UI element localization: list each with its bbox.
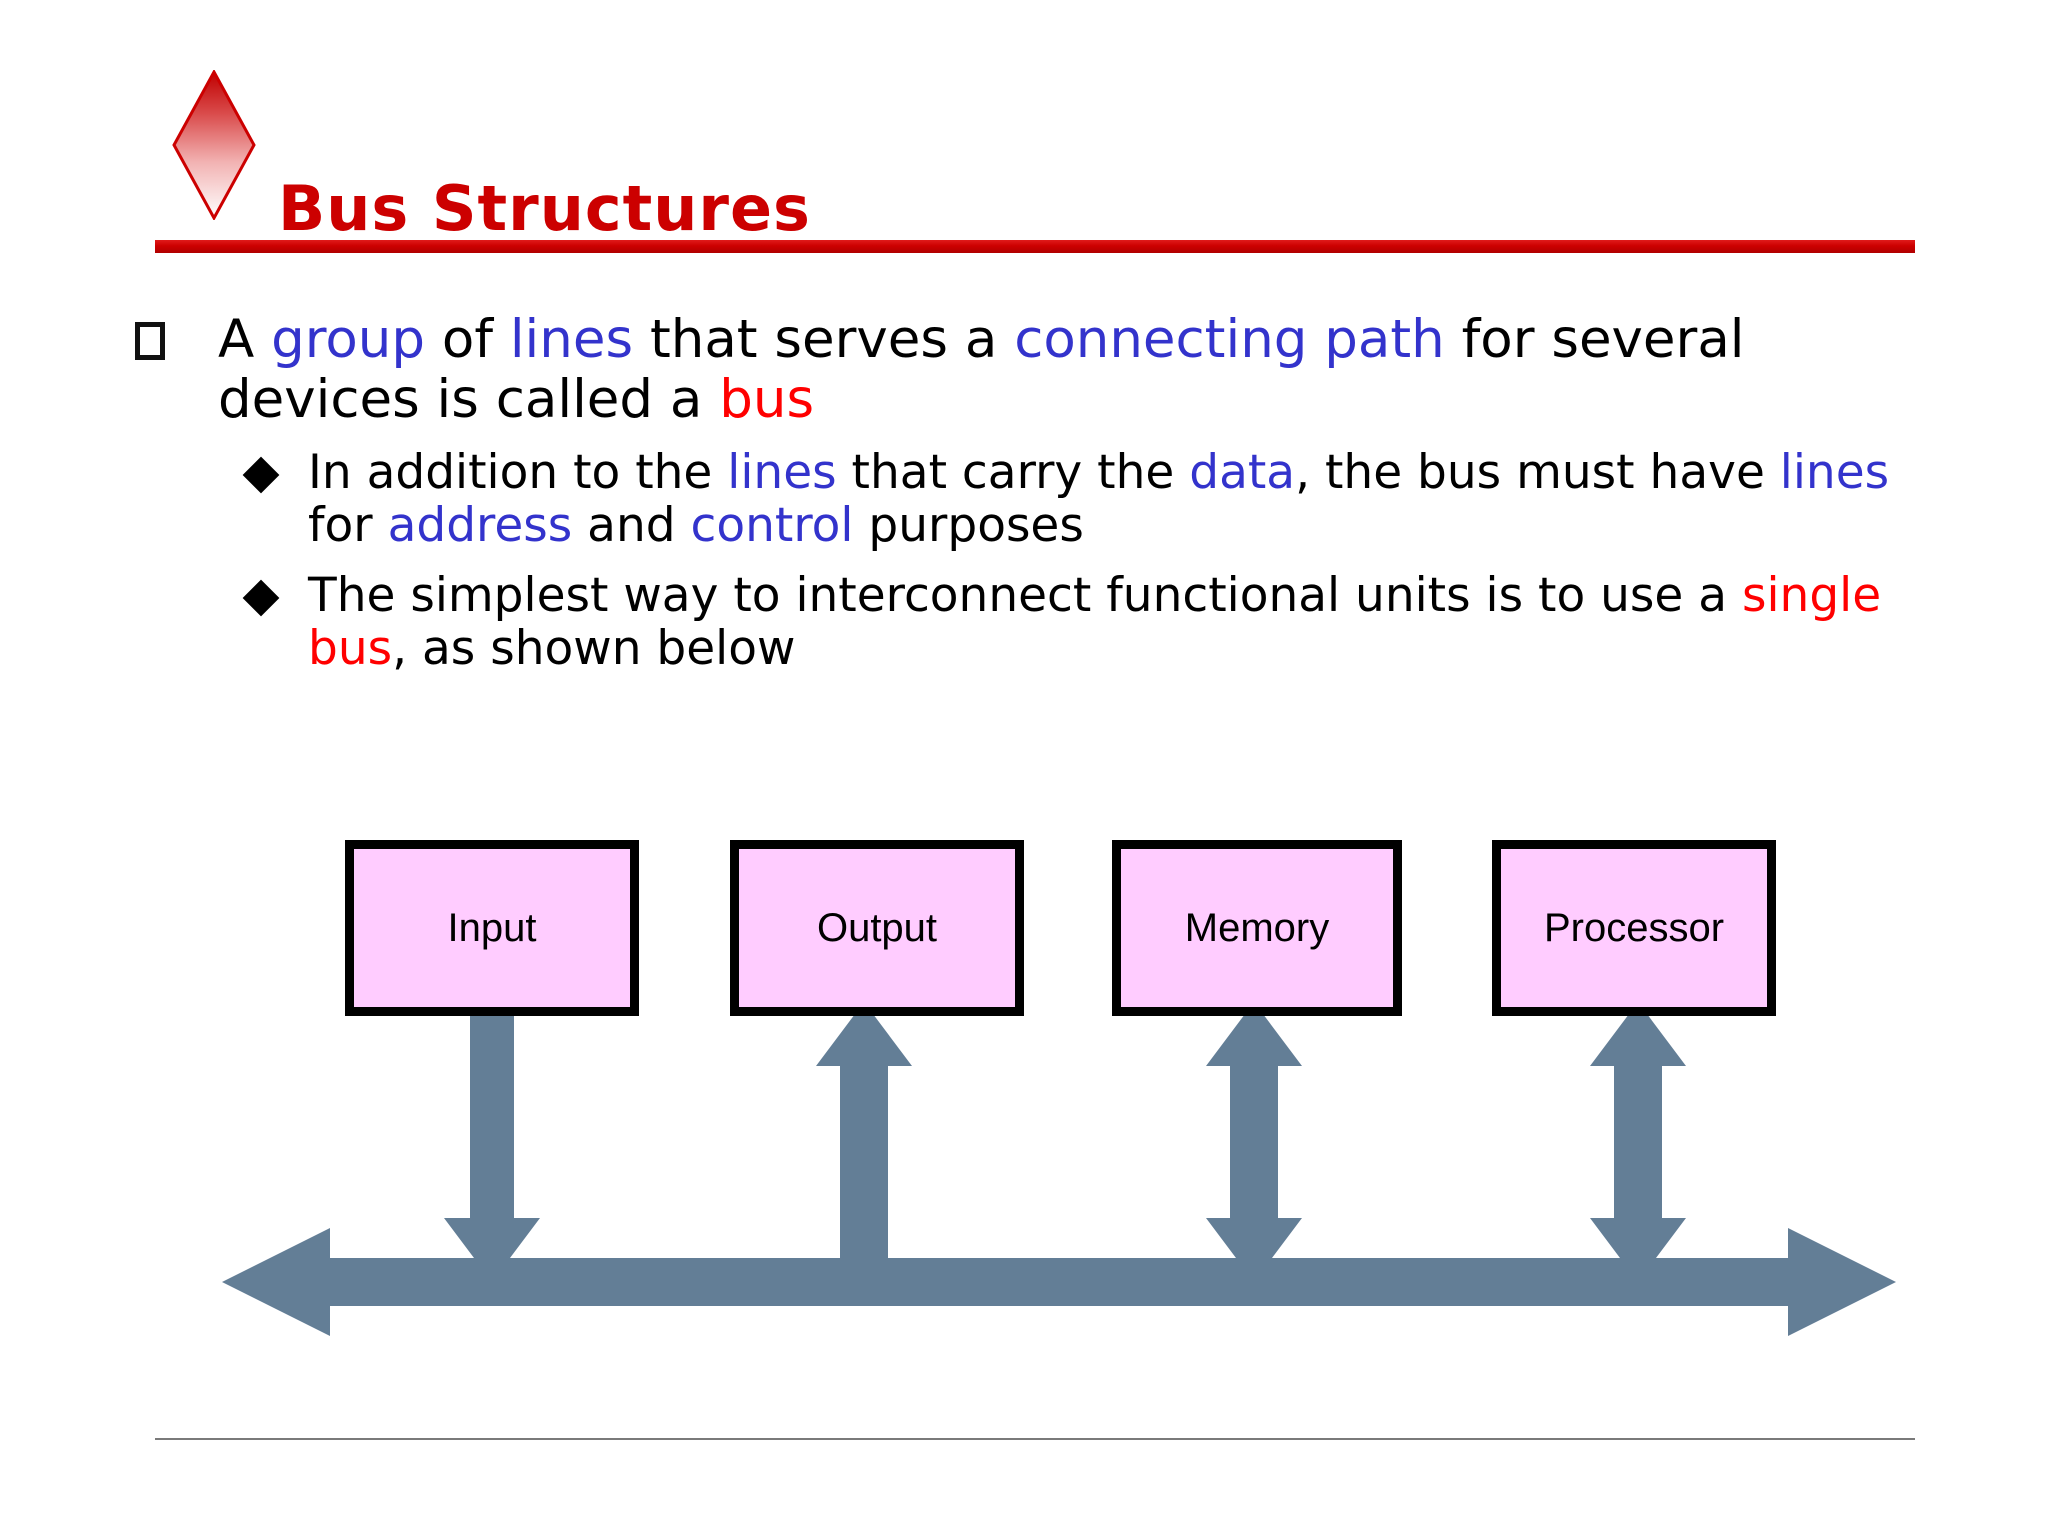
bus-line-bidirectional-arrow: [222, 1228, 1896, 1336]
arrow-input-down: [444, 1005, 540, 1282]
text-run-lines-2: lines: [1779, 444, 1890, 500]
bus-structure-diagram: Input Output Memory Processor: [0, 830, 2048, 1390]
bullet-level2-1: In addition to the lines that carry the …: [0, 444, 2048, 554]
bullet-level2-1-text: In addition to the lines that carry the …: [308, 444, 1958, 554]
diagram-arrows: [222, 1002, 1896, 1336]
diamond-bullet-icon: [172, 70, 256, 220]
text-run-group: group: [271, 309, 426, 370]
unit-box-input[interactable]: Input: [345, 840, 639, 1016]
filled-diamond-bullet-icon: [242, 579, 280, 617]
page-title: Bus Structures: [278, 172, 811, 245]
text-run-single-bus: single bus: [308, 567, 1882, 677]
unit-box-memory[interactable]: Memory: [1112, 840, 1402, 1016]
text-run-address: address: [387, 498, 573, 554]
text-run: for several devices is called a: [218, 309, 1745, 430]
unit-box-label: Input: [447, 906, 537, 950]
unit-box-label: Processor: [1543, 906, 1725, 950]
text-run-lines: lines: [727, 444, 837, 500]
arrow-processor-bidirectional: [1590, 1002, 1686, 1282]
unit-box-processor[interactable]: Processor: [1492, 840, 1776, 1016]
bullet-level2-2: The simplest way to interconnect functio…: [0, 569, 2048, 676]
text-run: and: [572, 498, 691, 554]
hollow-square-bullet-icon: [135, 322, 165, 360]
unit-box-label: Memory: [1184, 906, 1330, 950]
bullet-level1: A group of lines that serves a connectin…: [0, 310, 2048, 430]
text-run: purposes: [853, 498, 1084, 554]
text-run: of: [425, 309, 510, 370]
text-run-control: control: [690, 498, 854, 554]
text-run: that carry the: [836, 444, 1190, 500]
text-run: In addition to the: [308, 444, 728, 500]
filled-diamond-bullet-icon: [242, 456, 280, 494]
unit-box-output[interactable]: Output: [730, 840, 1024, 1016]
text-run: for: [308, 498, 388, 554]
bullet-level2-2-text: The simplest way to interconnect functio…: [308, 569, 1958, 676]
arrow-output-up: [816, 1002, 912, 1282]
text-run: The simplest way to interconnect functio…: [308, 567, 1743, 623]
text-run-connecting-path: connecting path: [1014, 309, 1445, 370]
footer-divider: [155, 1438, 1915, 1440]
text-run-bus: bus: [719, 368, 815, 430]
unit-box-label: Output: [816, 906, 938, 950]
text-run: A: [218, 309, 272, 370]
text-run: , the bus must have: [1295, 444, 1780, 500]
bullet-level1-text: A group of lines that serves a connectin…: [218, 310, 1918, 430]
text-run: , as shown below: [392, 621, 796, 677]
text-run: that serves a: [633, 309, 1015, 370]
text-run-data: data: [1189, 444, 1296, 500]
title-divider: [155, 240, 1915, 253]
text-run-lines: lines: [509, 309, 634, 370]
slide-header: Bus Structures: [0, 60, 2048, 240]
slide-body: A group of lines that serves a connectin…: [0, 310, 2048, 676]
arrow-memory-bidirectional: [1206, 1002, 1302, 1282]
